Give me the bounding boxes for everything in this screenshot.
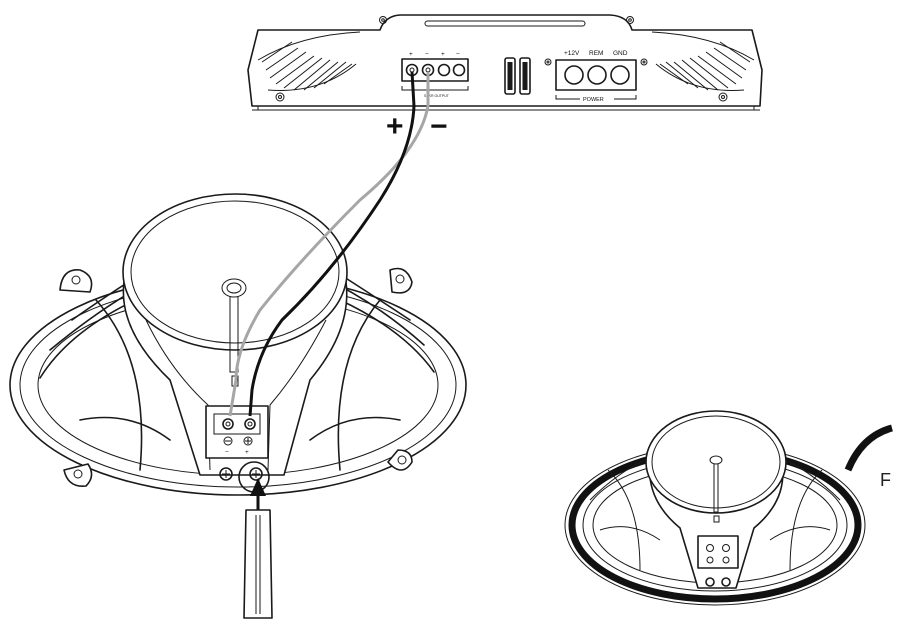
- power-label-rem: REM: [589, 50, 603, 57]
- screwdriver: [243, 478, 273, 619]
- speaker-output-caption: SPKR OUTPUT: [424, 94, 450, 98]
- figure-letter: F: [880, 470, 891, 490]
- amp-screw: [275, 16, 728, 102]
- amp-terminal-plus-2: +: [441, 51, 445, 58]
- speaker-small: [564, 410, 894, 606]
- power-label-gnd: GND: [613, 50, 628, 57]
- wire-plus-label: +: [386, 110, 404, 143]
- amp-terminal-minus-1: −: [425, 51, 429, 58]
- amp-terminal-minus-2: −: [456, 51, 460, 58]
- speaker-terminal-minus: −: [225, 449, 229, 456]
- speaker-output-terminal-block: + − + − SPKR OUTPUT: [401, 51, 469, 98]
- speaker-terminal-plus: +: [245, 449, 249, 456]
- amp-terminal-plus-1: +: [409, 51, 413, 58]
- power-terminal-block: +12V REM GND POWER: [544, 50, 648, 103]
- heatsink-fins-right: [651, 31, 755, 91]
- power-caption: POWER: [583, 97, 604, 103]
- rca-input-jacks: [504, 57, 531, 95]
- speaker-large: − +: [9, 193, 467, 619]
- heatsink-fins-left: [257, 31, 361, 91]
- wire-minus-label: −: [430, 110, 448, 143]
- speaker-wires: [228, 71, 430, 417]
- speaker-mount-ear: [59, 267, 413, 487]
- amplifier: + − + − SPKR OUTPUT +12V REM GND POW: [247, 14, 763, 111]
- power-label-12v: +12V: [564, 50, 580, 57]
